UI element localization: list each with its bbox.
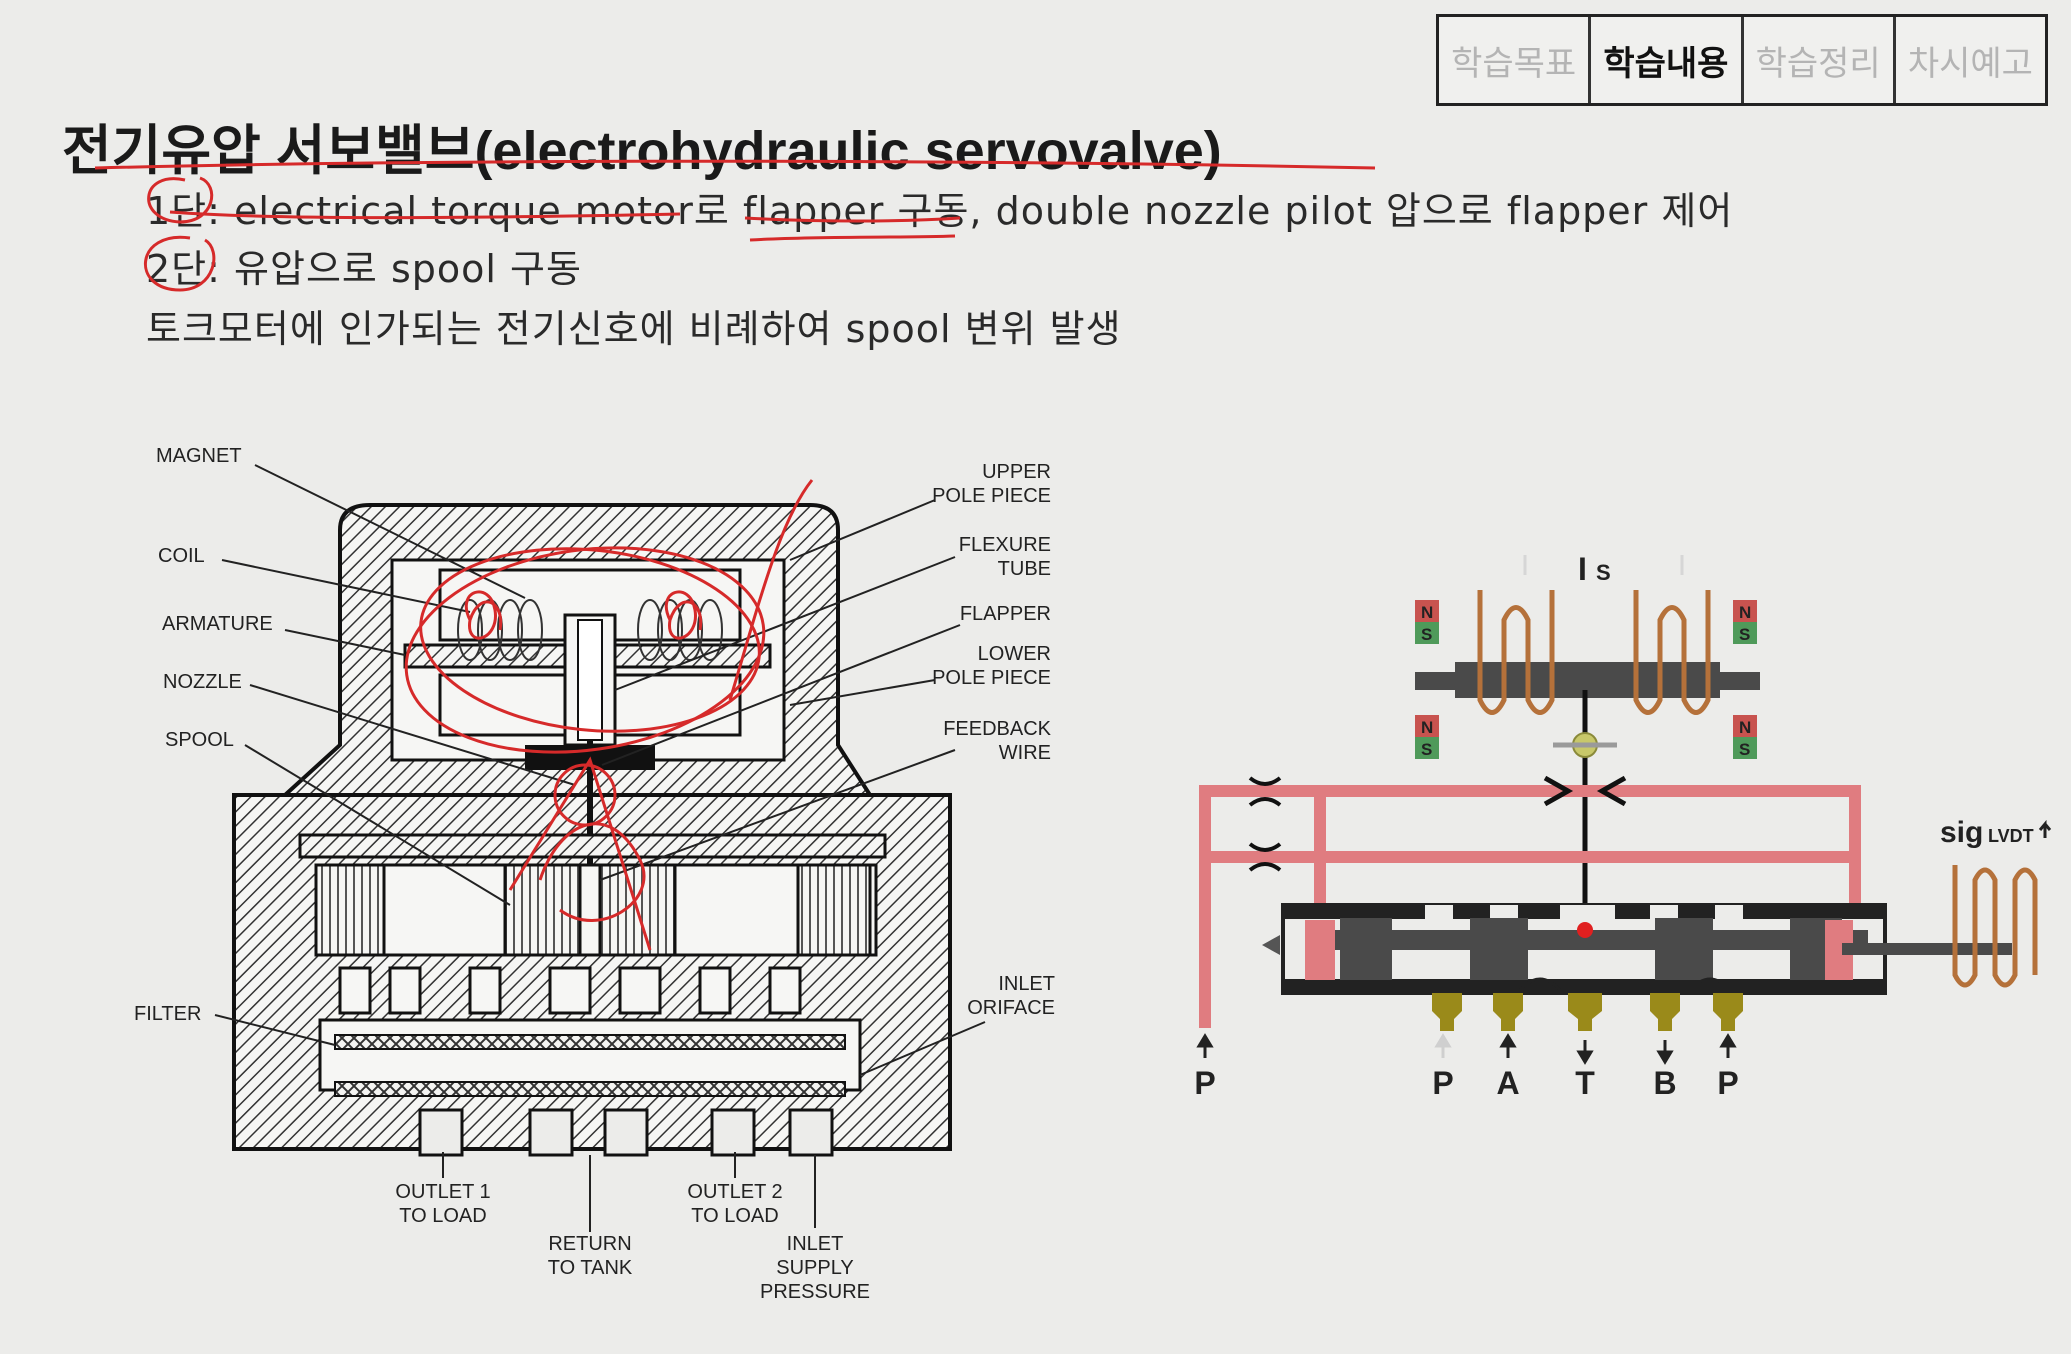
label-lower: LOWER: [978, 643, 1051, 665]
label-upper: UPPER: [982, 461, 1051, 483]
svg-text:N: N: [1739, 603, 1751, 622]
coil-right-schematic: [1633, 590, 1711, 715]
filter-element: [334, 1034, 846, 1050]
port-label-t: T: [1575, 1065, 1595, 1101]
label-inlet: INLET: [998, 973, 1055, 995]
label-nozzle: NOZZLE: [163, 671, 242, 693]
tab-learning-goals[interactable]: 학습목표: [1439, 17, 1592, 103]
bottom-outlets: [418, 1108, 834, 1157]
svg-text:S: S: [1739, 740, 1750, 759]
orifices: [1248, 776, 1282, 872]
lvdt-coil: [1952, 865, 2038, 988]
feedback-ball: [1577, 922, 1593, 938]
label-spool: SPOOL: [165, 729, 234, 751]
label-supply-2: SUPPLY: [776, 1257, 853, 1279]
label-magnet: MAGNET: [156, 445, 242, 467]
svg-text:S: S: [1739, 625, 1750, 644]
left-pressure-chamber: [1305, 920, 1335, 980]
label-feedback: FEEDBACK: [943, 718, 1051, 740]
sig-label: sig: [1940, 816, 1983, 849]
housing-gaps: [1425, 905, 1743, 919]
sig-arrow-icon: [2038, 819, 2052, 838]
label-flexure-tube: TUBE: [998, 558, 1051, 580]
spring-stop: [1262, 935, 1280, 955]
nozzle-pair: [1543, 775, 1627, 807]
label-flapper: FLAPPER: [960, 603, 1051, 625]
lower-ports: [338, 966, 802, 1015]
label-return-tank: TO TANK: [548, 1257, 633, 1279]
port-label-b: B: [1653, 1065, 1676, 1101]
servovalve-schematic: I S NS NS NS NS: [1194, 551, 2052, 1101]
label-outlet1: OUTLET 1: [395, 1181, 490, 1203]
label-filter: FILTER: [134, 1003, 201, 1025]
svg-text:N: N: [1739, 718, 1751, 737]
cutaway-labels: MAGNET COIL ARMATURE NOZZLE SPOOL FILTER…: [134, 445, 1055, 1303]
port-label-p2: P: [1717, 1065, 1738, 1101]
nozzle-block: [298, 833, 887, 859]
spool-rod: [1318, 930, 1868, 950]
port-label-p1: P: [1432, 1065, 1453, 1101]
servovalve-cutaway: MAGNET COIL ARMATURE NOZZLE SPOOL FILTER…: [134, 445, 1055, 1303]
spool-lands: [1340, 918, 1842, 980]
label-upper-pole: POLE PIECE: [932, 485, 1051, 507]
coil-left-schematic: [1477, 590, 1555, 715]
port-label-p-left: P: [1194, 1065, 1215, 1101]
label-lower-pole: POLE PIECE: [932, 667, 1051, 689]
label-supply-pressure: PRESSURE: [760, 1281, 870, 1303]
page-title: 전기유압 서보밸브(electrohydraulic servovalve): [62, 121, 1222, 181]
hydraulic-lines: [1199, 785, 1861, 1028]
current-label: I: [1578, 551, 1587, 587]
tab-next-lesson[interactable]: 차시예고: [1907, 43, 2033, 84]
port-connectors: [1432, 993, 1743, 1031]
label-return: RETURN: [548, 1233, 631, 1255]
magnet-upper-right: NS: [1733, 600, 1757, 644]
svg-text:S: S: [1421, 740, 1432, 759]
leader-lines: [214, 464, 986, 1232]
label-outlet1-load: TO LOAD: [399, 1205, 486, 1227]
label-armature: ARMATURE: [162, 613, 273, 635]
sig-subscript: LVDT: [1988, 826, 2034, 846]
bullet-stage-2: 2단: 유압으로 spool 구동: [146, 247, 582, 291]
tab-learning-content[interactable]: 학습내용: [1591, 17, 1744, 103]
spool-land-4: [796, 863, 872, 957]
port-arrows: [1196, 1033, 1737, 1065]
port-labels: P P A T B P: [1194, 1065, 1738, 1101]
label-coil: COIL: [158, 545, 205, 567]
magnet-lower-right: NS: [1733, 715, 1757, 759]
spool-land-1: [314, 863, 386, 957]
bullet-stage-1: 1단: electrical torque motor로 flapper 구동,…: [146, 189, 1734, 233]
magnet-lower-left: NS: [1415, 715, 1439, 759]
label-feedback-wire: WIRE: [999, 742, 1051, 764]
red-annotations-diagram: [404, 479, 814, 951]
label-outlet2-load: TO LOAD: [691, 1205, 778, 1227]
lvdt-rod: [1842, 943, 2012, 955]
current-subscript: S: [1596, 560, 1611, 585]
label-outlet2: OUTLET 2: [687, 1181, 782, 1203]
magnet-upper-left: NS: [1415, 600, 1439, 644]
red-annotations-text: [94, 159, 1376, 292]
label-inlet-oriface: ORIFACE: [967, 997, 1055, 1019]
section-tabs: 학습목표 학습내용 학습정리 차시예고: [1436, 14, 2048, 106]
svg-text:N: N: [1421, 718, 1433, 737]
svg-text:N: N: [1421, 603, 1433, 622]
label-supply: INLET: [787, 1233, 844, 1255]
label-flexure: FLEXURE: [959, 534, 1051, 556]
spool-bore: [314, 863, 878, 957]
svg-text:S: S: [1421, 625, 1432, 644]
tab-learning-summary[interactable]: 학습정리: [1744, 17, 1896, 103]
bullet-proportional: 토크모터에 인가되는 전기신호에 비례하여 spool 변위 발생: [146, 307, 1122, 351]
filter-chamber: [318, 1018, 862, 1092]
port-label-a: A: [1496, 1065, 1519, 1101]
